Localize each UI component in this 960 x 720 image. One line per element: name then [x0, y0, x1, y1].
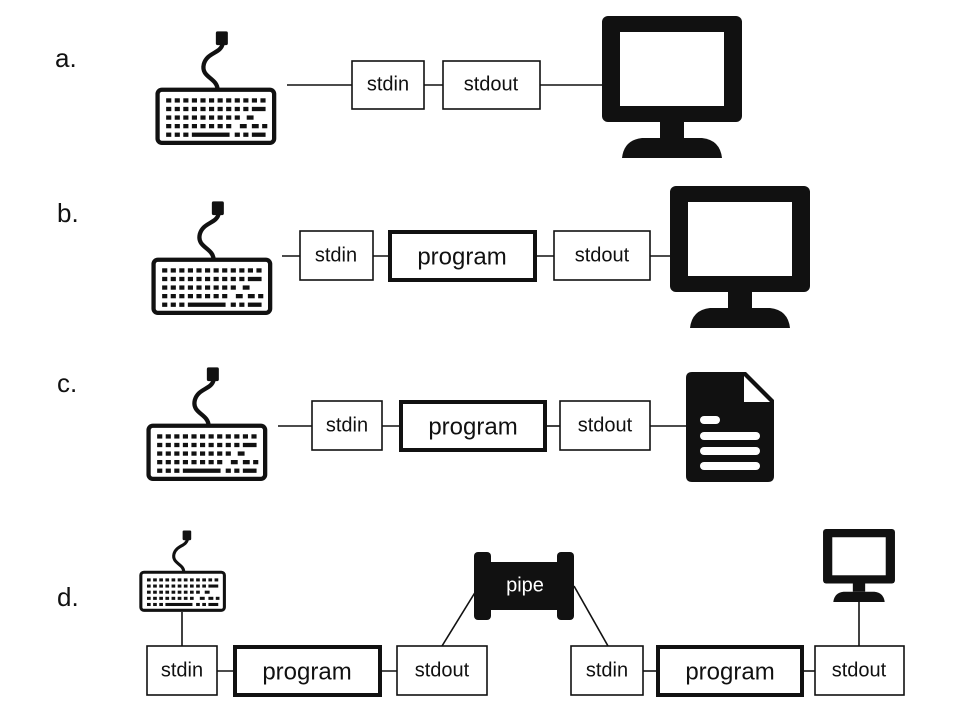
program-box: [656, 645, 804, 697]
keyboard-icon: [149, 367, 266, 478]
stdin-label: stdin: [161, 659, 203, 681]
program-label: program: [417, 243, 506, 270]
stdout-label: stdout: [578, 414, 633, 436]
pipe-label: pipe: [506, 574, 544, 596]
stdout-box: [396, 645, 488, 696]
stdin-box: [311, 400, 383, 451]
stdout-box: [814, 645, 905, 696]
monitor-icon: [823, 529, 895, 602]
row-label-d: d.: [57, 582, 79, 612]
connector: [441, 585, 480, 647]
stdin-box: [299, 230, 374, 281]
program-label: program: [685, 658, 774, 685]
row-b: b. stdin program stdout: [57, 186, 810, 328]
stdout-label: stdout: [575, 244, 630, 266]
program-box: [399, 400, 547, 452]
connector: [573, 585, 609, 647]
stdout-label: stdout: [415, 659, 470, 681]
row-label-c: c.: [57, 368, 77, 398]
stdin-label: stdin: [367, 73, 409, 95]
stdin-box: [146, 645, 218, 696]
monitor-icon: [670, 186, 810, 328]
stdin-label: stdin: [315, 244, 357, 266]
program-label: program: [262, 658, 351, 685]
row-d: d. stdin program stdout pipe stdin progr…: [57, 528, 905, 697]
keyboard-icon: [154, 201, 271, 312]
row-label-b: b.: [57, 198, 79, 228]
stdout-label: stdout: [464, 73, 519, 95]
stdin-label: stdin: [326, 414, 368, 436]
row-label-a: a.: [55, 43, 77, 73]
stdout-box: [442, 60, 541, 110]
keyboard-icon: [139, 528, 227, 613]
program-label: program: [428, 413, 517, 440]
document-icon: [686, 372, 774, 482]
stdin-label: stdin: [586, 659, 628, 681]
stdout-box: [553, 230, 651, 281]
monitor-icon: [602, 16, 742, 158]
stdout-label: stdout: [832, 659, 887, 681]
row-c: c. stdin program stdout: [57, 367, 774, 482]
row-a: a. stdin stdout: [55, 16, 742, 158]
stdout-box: [559, 400, 651, 451]
pipe-icon: [474, 552, 574, 620]
keyboard-icon: [158, 31, 275, 142]
